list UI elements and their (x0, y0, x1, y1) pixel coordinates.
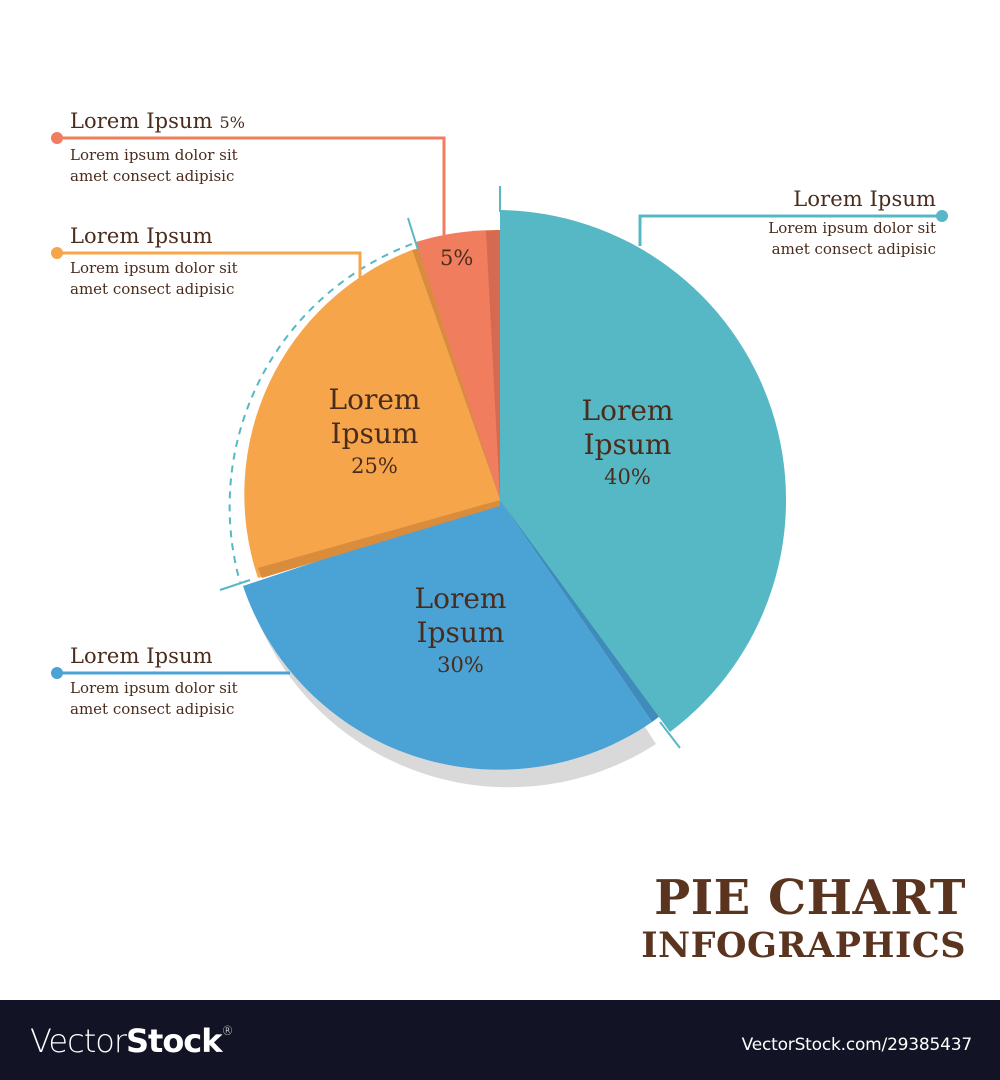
logo-light-text: Vector (30, 1022, 127, 1060)
pie-chart (51, 132, 948, 788)
callout-line-orange (57, 251, 362, 296)
slice-label-line2: Ipsum (583, 428, 672, 461)
slice-label-line2: Ipsum (416, 616, 505, 649)
callout-blue: Lorem Ipsum Lorem ipsum dolor sit amet c… (70, 643, 238, 720)
callout-desc-1: Lorem ipsum dolor sit (768, 219, 936, 237)
callout-red: Lorem Ipsum 5% Lorem ipsum dolor sit ame… (70, 108, 245, 187)
callout-desc-2: amet consect adipisic (70, 280, 235, 298)
callout-desc-2: amet consect adipisic (70, 167, 235, 185)
teal-tick-left-bottom (219, 579, 251, 591)
slice-percent: 40% (604, 465, 651, 489)
callout-desc-2: amet consect adipisic (70, 700, 235, 718)
callout-line-teal (638, 214, 942, 246)
slice-label-red: 5% (440, 246, 474, 270)
chart-headline: PIE CHART INFOGRAPHICS (641, 870, 966, 966)
callout-title: Lorem Ipsum (70, 224, 213, 248)
callout-line-red (57, 136, 446, 236)
slice-orange-bevel-top (412, 246, 500, 500)
callout-desc-1: Lorem ipsum dolor sit (70, 146, 238, 164)
slice-label-orange: Lorem Ipsum 25% (302, 383, 447, 481)
slice-teal-40[interactable] (500, 210, 787, 732)
image-reference-link[interactable]: VectorStock.com/29385437 (741, 1035, 973, 1055)
callout-teal: Lorem Ipsum Lorem ipsum dolor sit amet c… (768, 186, 936, 260)
watermark-footer: VectorStock® VectorStock.com/29385437 (0, 1000, 1000, 1080)
slice-blue-bevel (500, 500, 660, 722)
vectorstock-logo[interactable]: VectorStock® (30, 1022, 234, 1060)
slice-label-line1: Lorem (581, 394, 674, 427)
callout-percent: 5% (219, 113, 246, 132)
callout-title: Lorem Ipsum 5% (70, 109, 246, 133)
slice-percent: 25% (351, 454, 398, 478)
headline-subtitle: INFOGRAPHICS (641, 925, 966, 966)
slice-red-bevel (486, 230, 500, 500)
slice-label-blue: Lorem Ipsum 30% (388, 582, 533, 680)
slice-label-line1: Lorem (328, 383, 421, 416)
teal-tick-bottom (659, 721, 681, 749)
callout-desc-2: amet consect adipisic (771, 240, 936, 258)
callout-title: Lorem Ipsum (793, 187, 936, 211)
callout-desc-1: Lorem ipsum dolor sit (70, 679, 238, 697)
callout-orange: Lorem Ipsum Lorem ipsum dolor sit amet c… (70, 223, 238, 300)
slice-percent: 30% (437, 653, 484, 677)
slice-red-5[interactable] (416, 229, 500, 500)
slice-orange-25[interactable] (244, 250, 500, 578)
dashed-guide-arc (228, 243, 413, 583)
infographic-canvas: Lorem Ipsum 40% Lorem Ipsum 30% Lorem Ip… (51, 108, 966, 966)
headline-title: PIE CHART (654, 870, 966, 926)
teal-tick-left-top (407, 217, 419, 251)
callout-title: Lorem Ipsum (70, 644, 213, 668)
slice-label-line1: Lorem (414, 582, 507, 615)
slice-orange-bevel (258, 500, 500, 578)
callout-desc-1: Lorem ipsum dolor sit (70, 259, 238, 277)
slice-label-teal: Lorem Ipsum 40% (555, 394, 700, 492)
registered-mark: ® (221, 1024, 234, 1038)
slice-label-line2: Ipsum (330, 417, 419, 450)
logo-bold-text: Stock (125, 1022, 223, 1060)
slice-blue-30[interactable] (243, 500, 652, 770)
